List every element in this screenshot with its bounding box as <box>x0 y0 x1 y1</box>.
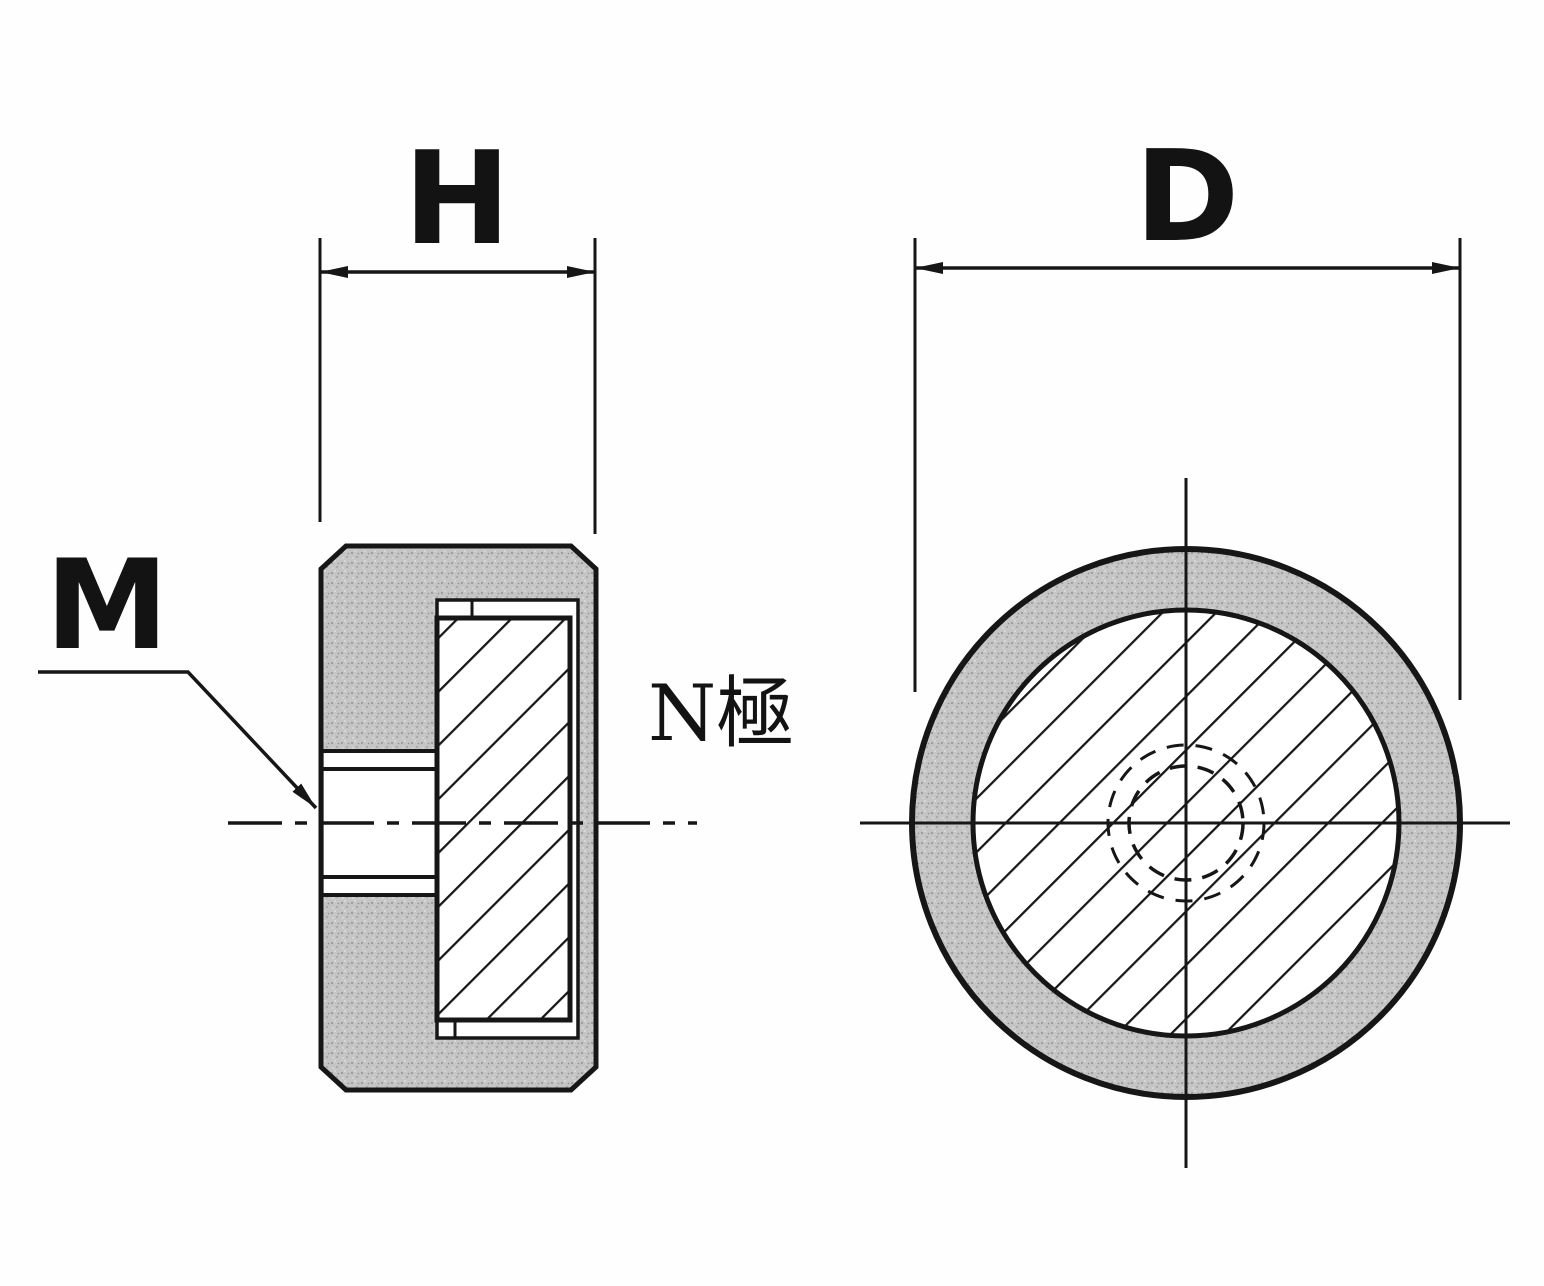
n-pole-label: N極 <box>648 669 794 759</box>
h-dimension-label: H <box>403 125 510 274</box>
cup-outline <box>318 543 599 1093</box>
h-dimension: H <box>318 125 597 534</box>
thread-label: M <box>45 534 168 678</box>
magnet-section <box>434 615 573 1023</box>
front-view: D <box>860 123 1510 1168</box>
d-dimension-label: D <box>1135 123 1240 270</box>
thread-leader-arrow <box>38 670 318 810</box>
d-dimension: D <box>913 123 1462 700</box>
cup-section-fill <box>321 546 596 1090</box>
thread-callout: M <box>38 534 318 810</box>
side-section-view: H M N極 <box>38 125 794 1093</box>
